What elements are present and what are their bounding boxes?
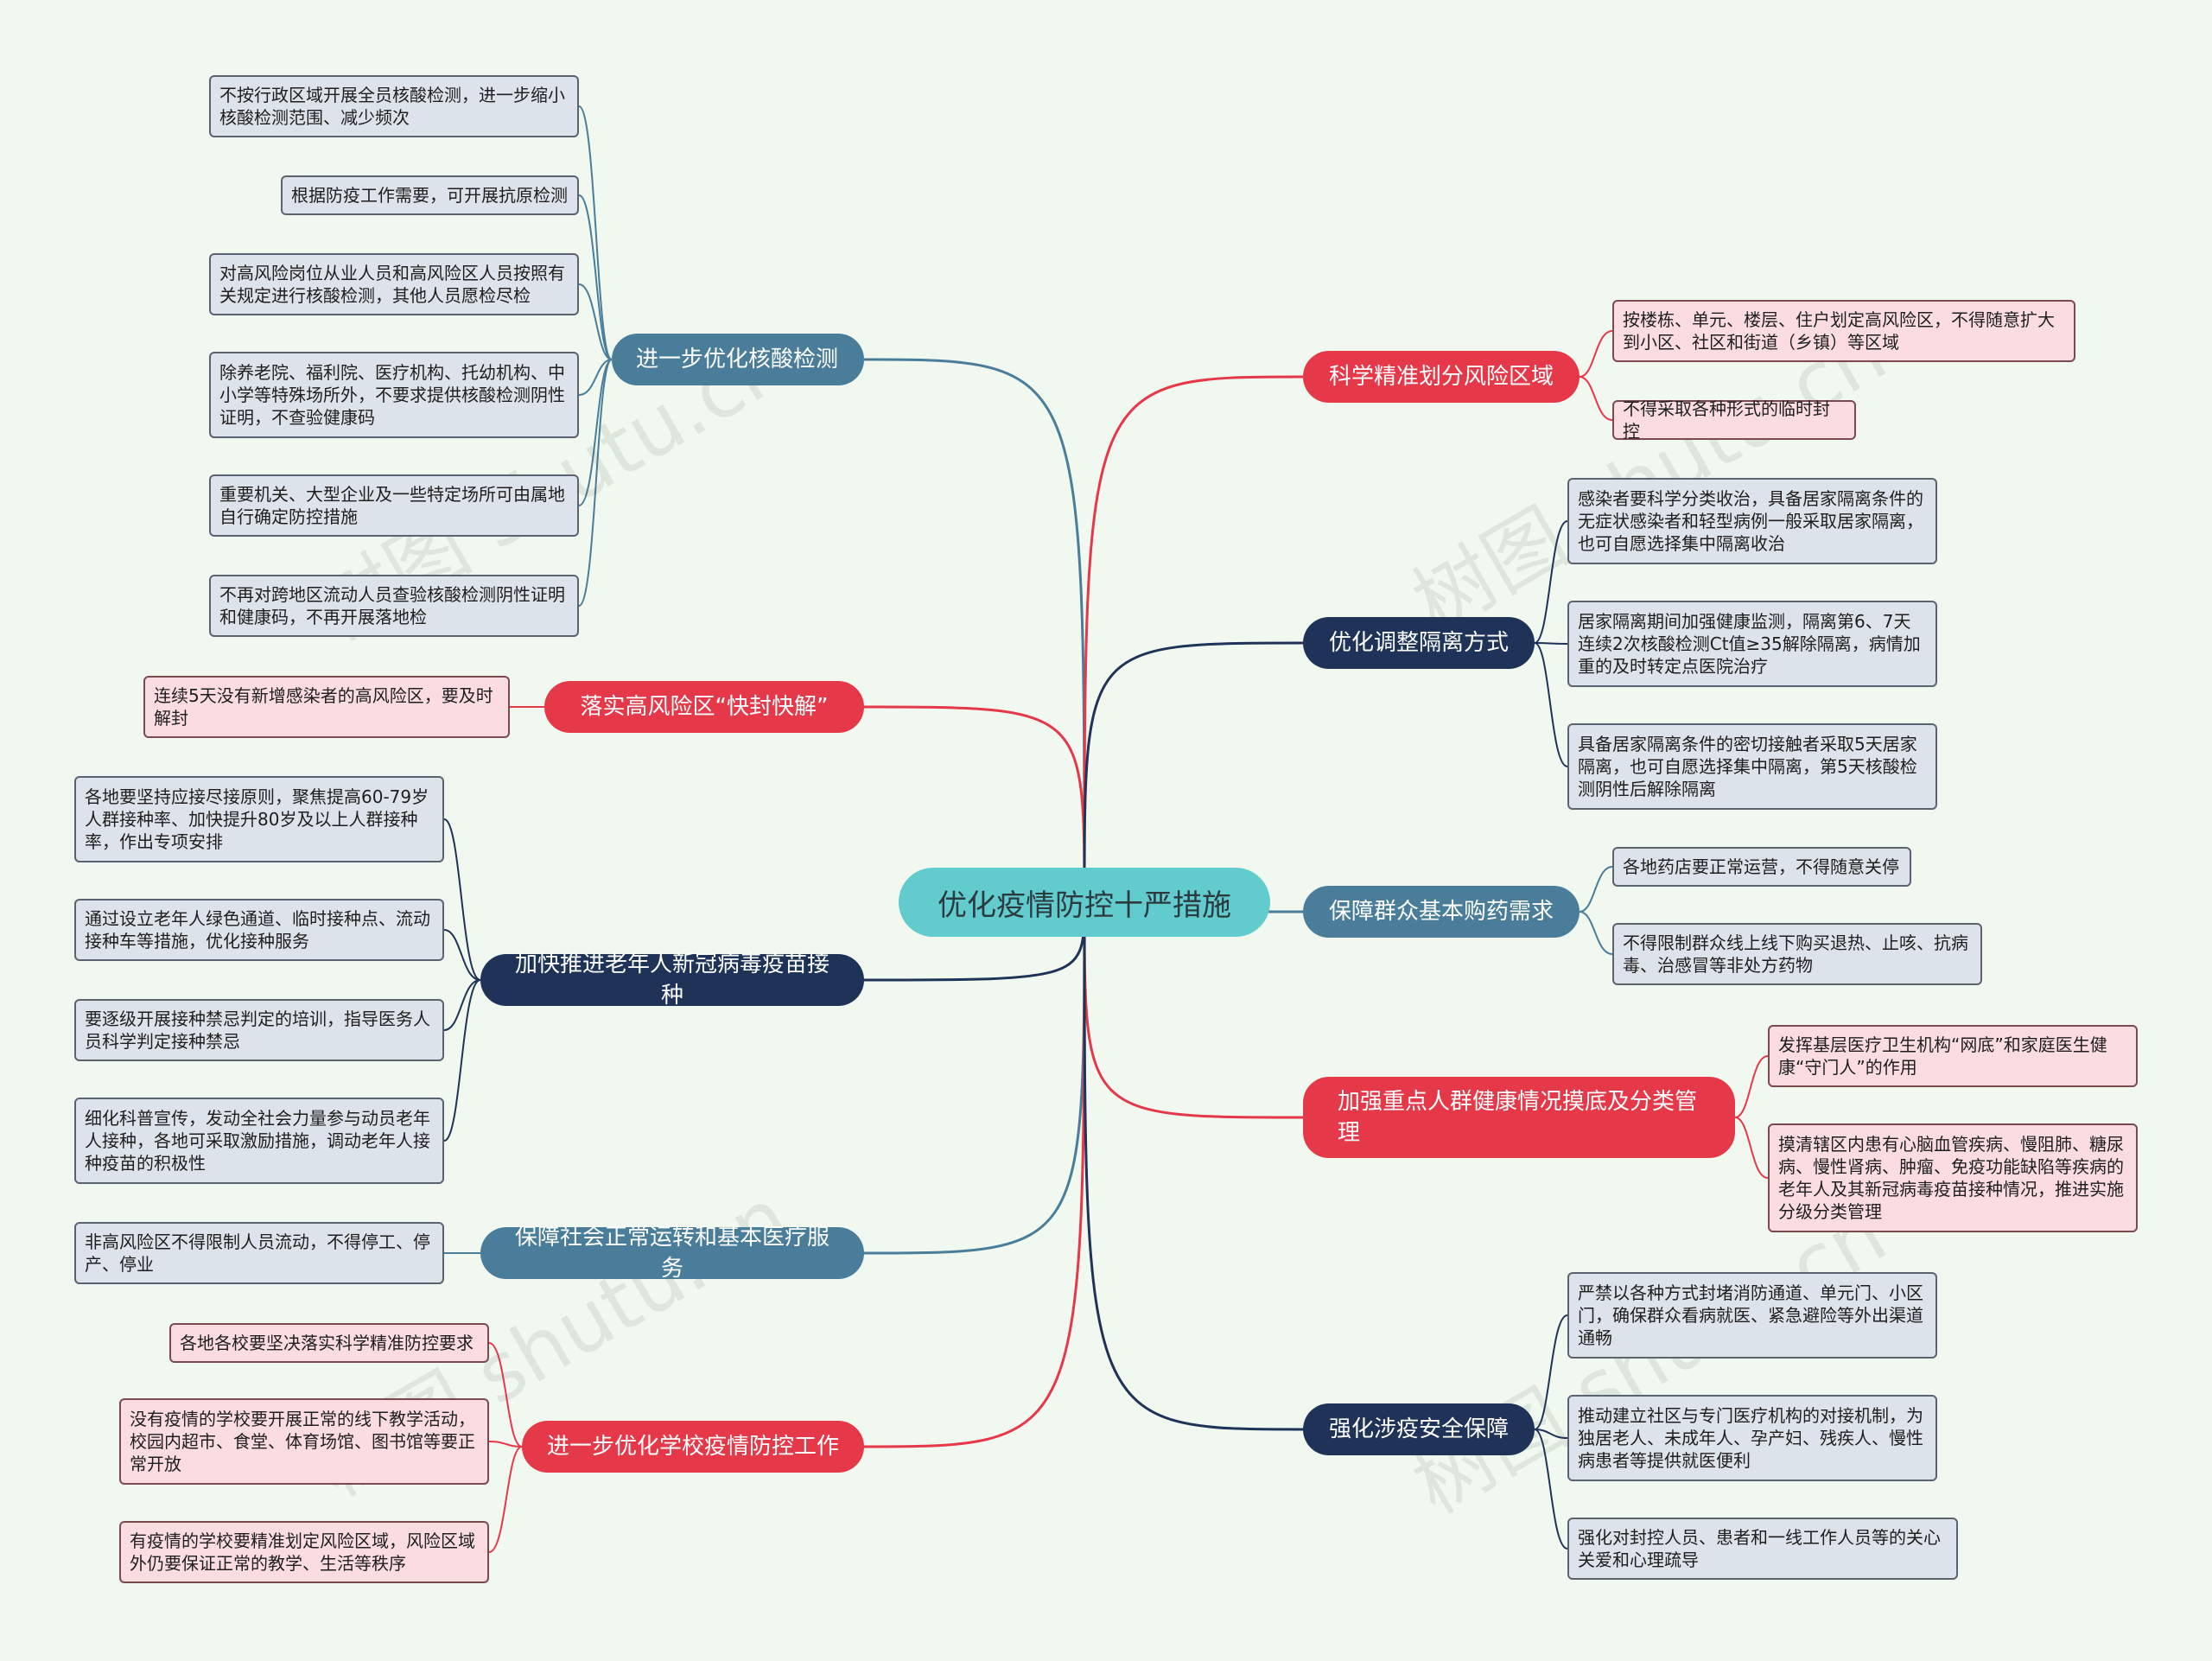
leaf-b2-1[interactable]: 连续5天没有新增感染者的高风险区，要及时解封 [143,676,510,738]
leaf-b6-2[interactable]: 不得采取各种形式的临时封控 [1612,398,1856,442]
leaf-b9-2[interactable]: 摸清辖区内患有心脑血管疾病、慢阻肺、糖尿病、慢性肾病、肿瘤、免疫功能缺陷等疾病的… [1768,1123,2138,1232]
connector-line [578,194,613,360]
leaf-b1-6[interactable]: 不再对跨地区流动人员查验核酸检测阴性证明和健康码，不再开展落地检 [209,575,579,637]
connector-line [578,359,613,607]
leaf-b7-3[interactable]: 具备居家隔离条件的密切接触者采取5天居家隔离，也可自愿选择集中隔离，第5天核酸检… [1567,723,1937,810]
leaf-b1-2[interactable]: 根据防疫工作需要，可开展抗原检测 [281,175,579,215]
connector-line [578,359,613,506]
connector-line [1534,1429,1568,1439]
branch-high-risk-unlock[interactable]: 落实高风险区“快封快解” [544,681,864,733]
branch-nucleic-testing[interactable]: 进一步优化核酸检测 [612,334,864,385]
connector-line [1534,642,1568,645]
connector-line [443,818,481,981]
leaf-b10-3[interactable]: 强化对封控人员、患者和一线工作人员等的关心关爱和心理疏导 [1567,1518,1958,1580]
connector-line [488,1342,523,1448]
connector-line [578,105,613,360]
leaf-b7-1[interactable]: 感染者要科学分类收治，具备居家隔离条件的无症状感染者和轻型病例一般采取居家隔离，… [1567,478,1937,564]
leaf-b7-2[interactable]: 居家隔离期间加强健康监测，隔离第6、7天连续2次核酸检测Ct值≥35解除隔离，病… [1567,601,1937,687]
branch-school-control[interactable]: 进一步优化学校疫情防控工作 [522,1421,864,1473]
leaf-b8-2[interactable]: 不得限制群众线上线下购买退热、止咳、抗病毒、治感冒等非处方药物 [1612,923,1982,985]
connector-line [863,901,1086,1448]
connector-line [488,1446,523,1553]
leaf-b10-1[interactable]: 严禁以各种方式封堵消防通道、单元门、小区门，确保群众看病就医、紧急避险等外出渠道… [1567,1272,1937,1359]
connector-line [1579,911,1613,955]
branch-social-operation[interactable]: 保障社会正常运转和基本医疗服务 [480,1225,864,1282]
connector-line [488,1441,523,1448]
connector-line [1534,1314,1568,1430]
leaf-b3-4[interactable]: 细化科普宣传，发动全社会力量参与动员老年人接种，各地可采取激励措施，调动老年人接… [74,1098,444,1184]
connector-line [863,901,1086,1255]
leaf-b9-1[interactable]: 发挥基层医疗卫生机构“网底”和家庭医生健康“守门人”的作用 [1768,1025,2138,1087]
branch-safety-guarantee[interactable]: 强化涉疫安全保障 [1303,1403,1535,1455]
leaf-b3-1[interactable]: 各地要坚持应接尽接原则，聚焦提高60-79岁人群接种率、加快提升80岁及以上人群… [74,776,444,862]
branch-key-groups[interactable]: 加强重点人群健康情况摸底及分类管理 [1303,1077,1735,1158]
branch-elderly-vaccination[interactable]: 加快推进老年人新冠病毒疫苗接种 [480,951,864,1009]
leaf-b1-4[interactable]: 除养老院、福利院、医疗机构、托幼机构、中小学等特殊场所外，不要求提供核酸检测阴性… [209,352,579,438]
leaf-b5-1[interactable]: 各地各校要坚决落实科学精准防控要求 [169,1323,489,1363]
connector-line [443,979,481,1142]
leaf-b8-1[interactable]: 各地药店要正常运营，不得随意关停 [1612,847,1911,887]
connector-line [578,359,613,396]
connector-line [1579,376,1613,421]
connector-line [443,979,481,1031]
connector-line [443,929,481,981]
branch-isolation[interactable]: 优化调整隔离方式 [1303,617,1535,669]
leaf-b1-1[interactable]: 不按行政区域开展全员核酸检测，进一步缩小核酸检测范围、减少频次 [209,75,579,137]
leaf-b1-3[interactable]: 对高风险岗位从业人员和高风险区人员按照有关规定进行核酸检测，其他人员愿检尽检 [209,253,579,315]
leaf-b10-2[interactable]: 推动建立社区与专门医疗机构的对接机制，为独居老人、未成年人、孕产妇、残疾人、慢性… [1567,1395,1937,1481]
connector-line [1083,641,1304,903]
connector-line [863,358,1086,903]
leaf-b5-3[interactable]: 有疫情的学校要精准划定风险区域，风险区域外仍要保证正常的教学、生活等秩序 [119,1521,489,1583]
leaf-b3-3[interactable]: 要逐级开展接种禁忌判定的培训，指导医务人员科学判定接种禁忌 [74,999,444,1061]
branch-risk-zoning[interactable]: 科学精准划分风险区域 [1303,351,1580,403]
leaf-b3-2[interactable]: 通过设立老年人绿色通道、临时接种点、流动接种车等措施，优化接种服务 [74,899,444,961]
connector-line [1734,1055,1769,1118]
connector-line [1579,330,1613,378]
connector-line [1534,642,1568,767]
connector-line [578,283,613,360]
leaf-b6-1[interactable]: 按楼栋、单元、楼层、住户划定高风险区，不得随意扩大到小区、社区和街道（乡镇）等区… [1612,300,2075,362]
connector-line [1579,866,1613,913]
leaf-b1-5[interactable]: 重要机关、大型企业及一些特定场所可由属地自行确定防控措施 [209,474,579,537]
connector-line [1534,520,1568,644]
connector-line [1534,1429,1568,1550]
leaf-b5-2[interactable]: 没有疫情的学校要开展正常的线下教学活动，校园内超市、食堂、体育场馆、图书馆等要正… [119,1398,489,1485]
branch-medicine-supply[interactable]: 保障群众基本购药需求 [1303,886,1580,938]
root-topic[interactable]: 优化疫情防控十严措施 [899,868,1270,937]
connector-line [1083,901,1304,1431]
leaf-b4-1[interactable]: 非高风险区不得限制人员流动，不得停工、停产、停业 [74,1222,444,1284]
connector-line [1083,375,1304,903]
connector-line [1734,1117,1769,1179]
